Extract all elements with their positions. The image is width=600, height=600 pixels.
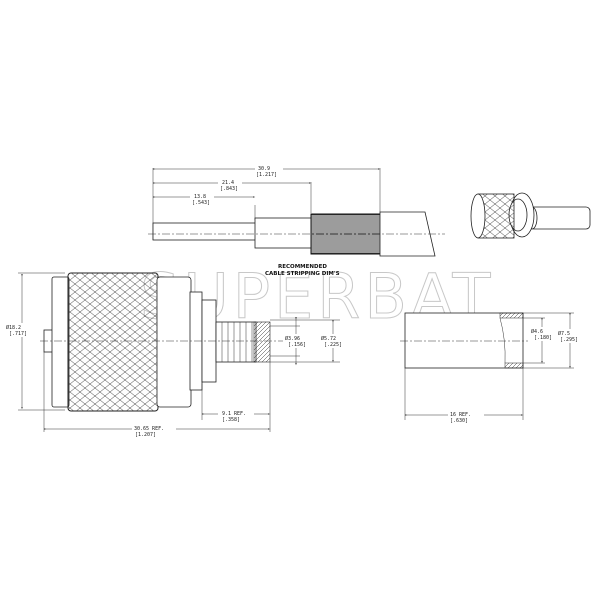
- isometric-connector: [470, 192, 591, 239]
- dim-crimp-length-mm: 9.1 REF.: [222, 411, 246, 417]
- dim-overall-mm: 30.9: [258, 166, 270, 172]
- dim-middle-mm: 21.4: [222, 180, 234, 186]
- dim-crimp-diameter-mm: Ø5.72: [321, 335, 336, 342]
- dim-ferrule-length-inch: [.630]: [450, 418, 468, 424]
- center-conductor: [152, 222, 257, 241]
- dim-inner-inch: [.543]: [192, 200, 210, 206]
- dim-pin-diameter-mm: Ø3.96: [285, 335, 300, 342]
- cable-stripping-view: 30.9 [1.217] 21.4 [.843] 13.8 [.543] REC…: [148, 164, 445, 277]
- dim-ferrule-inner-inch: [.180]: [534, 335, 552, 341]
- dim-pin-diameter-inch: [.156]: [288, 342, 306, 348]
- dim-middle-inch: [.843]: [220, 186, 238, 192]
- dim-ferrule-outer-mm: Ø7.5: [558, 330, 570, 337]
- dim-overall-length-inch: [1.207]: [135, 432, 156, 438]
- dim-overall-length-mm: 30.65 REF.: [134, 426, 164, 432]
- coupling-nut: [67, 272, 159, 412]
- note-line1: RECOMMENDED: [278, 264, 327, 270]
- note-line2: CABLE STRIPPING DIM'S: [265, 271, 340, 277]
- dim-overall-inch: [1.217]: [256, 172, 277, 178]
- dim-crimp-length-inch: [.358]: [222, 417, 240, 423]
- dim-ferrule-inner-mm: Ø4.6: [531, 328, 543, 335]
- connector-side-view: Ø18.2 [.717] Ø3.96 [.156] Ø5.72 [.225] 9…: [4, 272, 347, 438]
- dim-body-diameter-inch: [.717]: [9, 331, 27, 337]
- dielectric: [254, 217, 313, 249]
- dim-body-diameter-mm: Ø18.2: [6, 324, 21, 331]
- dim-ferrule-length-mm: 16 REF.: [450, 412, 471, 418]
- dim-crimp-diameter-inch: [.225]: [324, 342, 342, 348]
- ferrule-view: Ø4.6 [.180] Ø7.5 [.295] 16 REF. [.630]: [400, 312, 582, 424]
- dim-inner-mm: 13.8: [194, 194, 206, 200]
- dim-ferrule-outer-inch: [.295]: [560, 337, 578, 343]
